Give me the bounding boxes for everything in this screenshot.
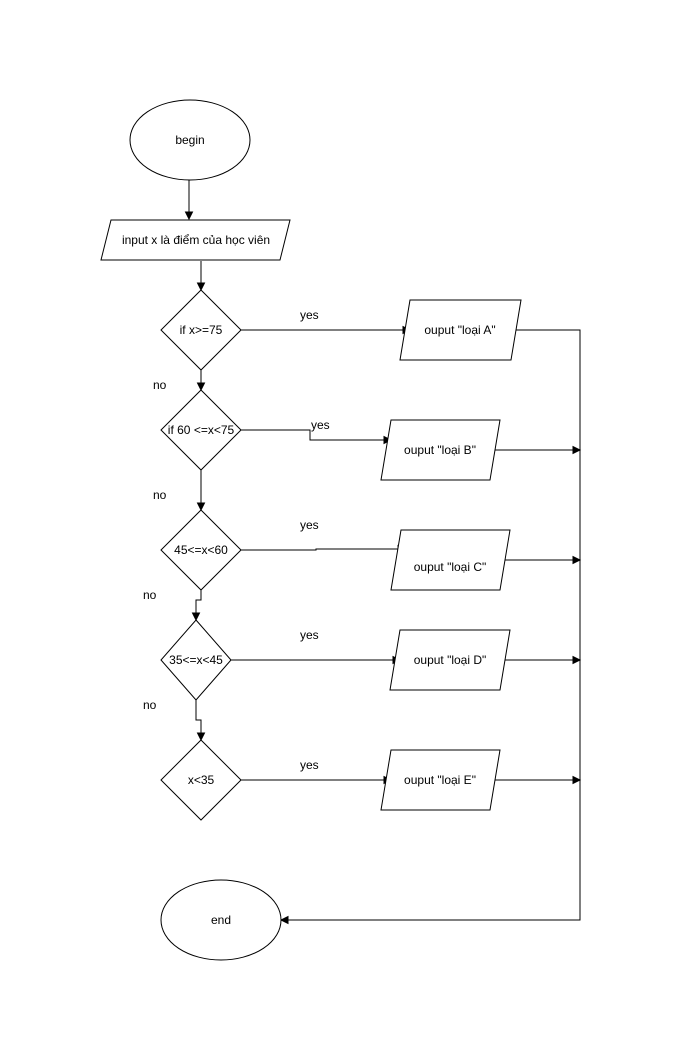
no-label-1: no — [153, 378, 167, 392]
decision-diamond — [160, 619, 232, 701]
output-node-e: ouput "loại E" — [380, 749, 501, 811]
edge-cond3-yes — [241, 548, 398, 551]
condition-label-3: 45<=x<60 — [174, 543, 228, 557]
output-label-e: ouput "loại E" — [404, 773, 476, 787]
edge-labels: yes yes yes yes yes no no no no — [143, 308, 330, 772]
input-node: input x là điểm của học viên — [100, 219, 291, 261]
begin-node: begin — [129, 99, 251, 181]
condition-label-4: 35<=x<45 — [169, 653, 223, 667]
condition-label-1: if x>=75 — [180, 323, 223, 337]
yes-label-3: yes — [300, 518, 319, 532]
edge-cond2-yes — [241, 429, 384, 441]
no-label-2: no — [153, 488, 167, 502]
output-label-d: ouput "loại D" — [414, 653, 487, 667]
output-label-a: ouput "loại A" — [424, 323, 495, 337]
yes-label-4: yes — [300, 628, 319, 642]
end-node: end — [160, 879, 282, 961]
output-parallelogram — [399, 299, 522, 361]
yes-label-2: yes — [311, 418, 330, 432]
yes-label-1: yes — [300, 308, 319, 322]
edge-arrowhead — [196, 502, 206, 512]
output-node-a: ouput "loại A" — [399, 299, 522, 361]
edge-arrowhead — [572, 445, 582, 455]
edge-outA-to-rail — [288, 329, 581, 921]
output-label-b: ouput "loại B" — [404, 443, 476, 457]
end-ellipse — [160, 879, 282, 961]
decision-diamond — [160, 289, 242, 371]
decision-diamond — [160, 389, 242, 471]
output-node-c: ouput "loại C" — [390, 529, 511, 591]
output-parallelogram — [390, 529, 511, 591]
condition-node-1: if x>=75 — [160, 289, 242, 371]
condition-node-4: 35<=x<45 — [160, 619, 232, 701]
input-label: input x là điểm của học viên — [122, 233, 270, 247]
yes-label-5: yes — [300, 758, 319, 772]
output-node-d: ouput "loại D" — [389, 629, 511, 691]
condition-label-5: x<35 — [188, 773, 215, 787]
edge-arrowhead — [196, 732, 206, 742]
edge-arrowhead — [572, 775, 582, 785]
flow-edges — [184, 180, 582, 925]
edge-arrowhead — [196, 282, 206, 292]
output-label-c: ouput "loại C" — [414, 560, 487, 574]
edge-arrowhead — [572, 655, 582, 665]
edge-arrowhead — [279, 915, 289, 925]
begin-label: begin — [175, 133, 204, 147]
output-node-b: ouput "loại B" — [380, 419, 501, 481]
edge-cond3-no — [195, 590, 202, 613]
decision-diamond — [160, 509, 242, 591]
condition-label-2: if 60 <=x<75 — [168, 423, 235, 437]
condition-node-2: if 60 <=x<75 — [160, 389, 242, 471]
no-label-3: no — [143, 588, 157, 602]
edge-arrowhead — [196, 382, 206, 392]
output-parallelogram — [380, 749, 501, 811]
end-label: end — [211, 913, 231, 927]
edge-arrowhead — [572, 555, 582, 565]
edge-cond4-no — [195, 700, 202, 733]
begin-ellipse — [129, 99, 251, 181]
condition-node-5: x<35 — [160, 739, 242, 821]
output-parallelogram — [380, 419, 501, 481]
decision-diamond — [160, 739, 242, 821]
input-parallelogram — [100, 219, 291, 261]
condition-node-3: 45<=x<60 — [160, 509, 242, 591]
output-parallelogram — [389, 629, 511, 691]
edge-arrowhead — [191, 612, 201, 622]
edge-arrowhead — [184, 211, 194, 221]
no-label-4: no — [143, 698, 157, 712]
